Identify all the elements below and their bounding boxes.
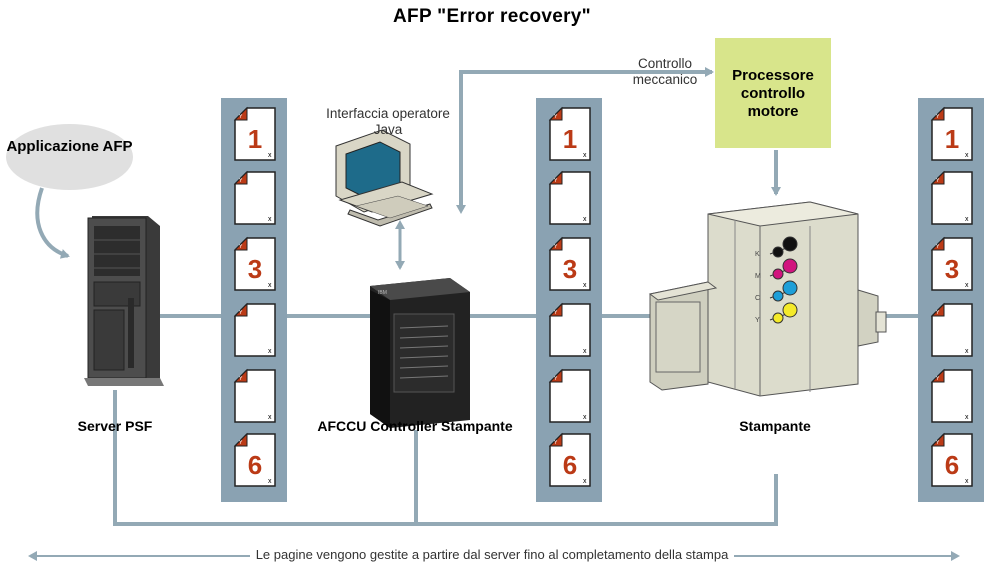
- page-number: 6: [248, 450, 262, 480]
- page-icon: Yx: [548, 170, 591, 225]
- svg-text:x: x: [965, 282, 969, 289]
- page-number: 1: [563, 124, 577, 154]
- svg-text:IBM: IBM: [378, 290, 387, 296]
- svg-text:x: x: [965, 478, 969, 485]
- svg-text:x: x: [583, 152, 587, 159]
- page-icon: Yx3: [548, 236, 591, 291]
- mechanical-control-connector: [456, 67, 714, 214]
- svg-text:Y: Y: [554, 376, 558, 382]
- page-icon: Yx: [930, 368, 973, 423]
- printer-label: Stampante: [739, 418, 811, 434]
- engine-processor-box: [715, 38, 831, 148]
- page-icon: Yx1: [548, 106, 591, 161]
- svg-text:x: x: [583, 282, 587, 289]
- channel-label-c: C: [755, 295, 760, 302]
- page-icon: Yx: [930, 170, 973, 225]
- controller-icon: IBM: [370, 278, 470, 428]
- diagram-title: AFP "Error recovery": [393, 6, 591, 27]
- svg-text:x: x: [268, 282, 272, 289]
- svg-text:Y: Y: [554, 114, 558, 120]
- svg-text:Y: Y: [239, 244, 243, 250]
- svg-text:x: x: [583, 478, 587, 485]
- svg-text:Y: Y: [936, 114, 940, 120]
- page-icon: Yx: [233, 368, 276, 423]
- svg-text:x: x: [965, 414, 969, 421]
- svg-text:Y: Y: [936, 178, 940, 184]
- svg-text:Y: Y: [239, 178, 243, 184]
- connector-lines: [113, 314, 920, 526]
- svg-text:Y: Y: [554, 244, 558, 250]
- page-number: 3: [563, 254, 577, 284]
- svg-text:x: x: [268, 478, 272, 485]
- svg-text:Y: Y: [554, 440, 558, 446]
- svg-text:Y: Y: [936, 440, 940, 446]
- page-number: 6: [945, 450, 959, 480]
- svg-text:x: x: [583, 348, 587, 355]
- controller-label: AFCCU Controller Stampante: [317, 418, 513, 434]
- page-number: 6: [563, 450, 577, 480]
- page-icon: Yx1: [233, 106, 276, 161]
- channel-label-k: K: [755, 251, 760, 258]
- svg-text:Y: Y: [239, 310, 243, 316]
- page-icon: Yx3: [233, 236, 276, 291]
- svg-text:Y: Y: [554, 310, 558, 316]
- server-icon: [84, 216, 164, 386]
- mechanical-control-label: Controllo meccanico: [632, 56, 698, 87]
- svg-text:x: x: [583, 216, 587, 223]
- page-number: 3: [945, 254, 959, 284]
- page-icon: Yx1: [930, 106, 973, 161]
- channel-label-y: Y: [755, 317, 760, 324]
- page-number: 3: [248, 254, 262, 284]
- page-icon: Yx: [930, 302, 973, 357]
- java-interface-label: Interfaccia operatore Java: [326, 106, 450, 137]
- application-bubble-label: Applicazione AFP: [6, 138, 133, 155]
- svg-text:x: x: [268, 348, 272, 355]
- svg-text:Y: Y: [554, 178, 558, 184]
- svg-text:Y: Y: [239, 114, 243, 120]
- svg-text:x: x: [965, 216, 969, 223]
- svg-text:Y: Y: [239, 440, 243, 446]
- page-icon: Yx: [233, 302, 276, 357]
- page-number: 1: [945, 124, 959, 154]
- svg-text:x: x: [965, 348, 969, 355]
- footer-text: Le pagine vengono gestite a partire dal …: [249, 547, 735, 562]
- printer-icon: K M C Y: [648, 201, 887, 397]
- application-bubble: [6, 124, 133, 190]
- page-number: 1: [248, 124, 262, 154]
- svg-text:Y: Y: [936, 244, 940, 250]
- server-label: Server PSF: [77, 418, 153, 434]
- page-icon: Yx6: [930, 432, 973, 487]
- page-icon: Yx: [548, 302, 591, 357]
- page-icon: Yx6: [233, 432, 276, 487]
- engine-processor-label: Processore controllo motore: [732, 67, 814, 120]
- svg-text:x: x: [268, 152, 272, 159]
- application-to-server-arrow: [35, 187, 70, 259]
- channel-label-m: M: [755, 273, 761, 280]
- svg-text:x: x: [583, 414, 587, 421]
- svg-text:x: x: [268, 414, 272, 421]
- svg-text:Y: Y: [239, 376, 243, 382]
- footer-caption: Le pagine vengono gestite a partire dal …: [0, 547, 984, 562]
- page-icon: Yx: [548, 368, 591, 423]
- page-icon: Yx3: [930, 236, 973, 291]
- svg-text:Y: Y: [936, 310, 940, 316]
- svg-text:x: x: [965, 152, 969, 159]
- svg-text:Y: Y: [936, 376, 940, 382]
- page-icon: Yx6: [548, 432, 591, 487]
- computer-terminal-icon: [335, 129, 434, 227]
- svg-text:x: x: [268, 216, 272, 223]
- page-icon: Yx: [233, 170, 276, 225]
